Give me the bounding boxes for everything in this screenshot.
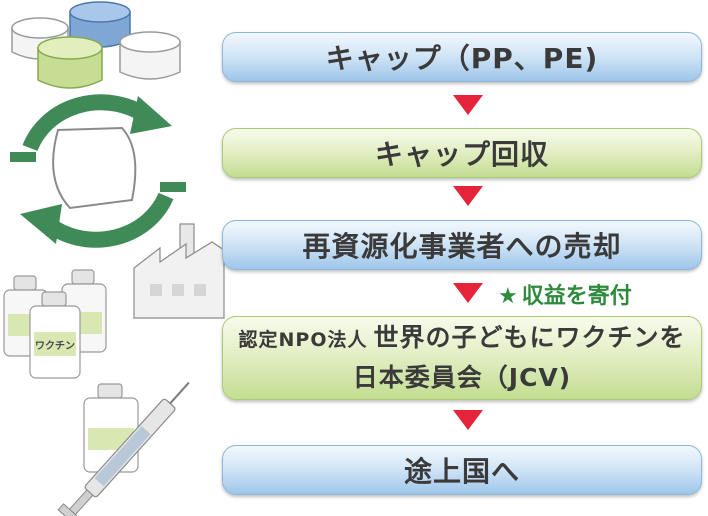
down-arrow-icon	[453, 186, 483, 206]
recycle-arrows-icon	[10, 94, 186, 248]
step-destination: 途上国へ	[222, 445, 702, 495]
step-cap-label: キャップ（PP、PE)	[325, 42, 599, 75]
step-cap: キャップ（PP、PE)	[222, 32, 702, 82]
step-organization: 認定NPO法人世界の子どもにワクチンを 日本委員会（JCV)	[222, 316, 702, 400]
step-collect-label: キャップ回収	[374, 138, 549, 171]
bottle-caps-icon	[11, 1, 181, 89]
org-prefix: 認定NPO法人	[238, 329, 368, 351]
step-sell: 再資源化事業者への売却	[222, 220, 702, 270]
org-line-2: 日本委員会（JCV)	[353, 359, 571, 397]
down-arrow-icon	[453, 410, 483, 430]
org-name-part2: 日本委員会（JCV)	[352, 363, 572, 392]
illustrations: ワクチン	[3, 1, 225, 516]
org-line-1: 認定NPO法人世界の子どもにワクチンを	[239, 319, 686, 359]
factory-icon	[133, 223, 225, 319]
syringe-icon	[57, 381, 190, 516]
down-arrow-icon	[453, 95, 483, 115]
step-destination-label: 途上国へ	[403, 455, 520, 488]
down-arrow-icon	[453, 283, 483, 303]
step-sell-label: 再資源化事業者への売却	[302, 230, 622, 263]
bottle-label: ワクチン	[35, 340, 75, 352]
step-collect: キャップ回収	[222, 128, 702, 178]
donation-label: 収益を寄付	[521, 284, 632, 309]
org-name-part1: 世界の子どもにワクチンを	[373, 323, 686, 352]
star-icon: ★	[498, 284, 518, 309]
donation-note: ★収益を寄付	[498, 278, 632, 310]
vaccine-bottles-icon: ワクチン	[3, 269, 107, 379]
